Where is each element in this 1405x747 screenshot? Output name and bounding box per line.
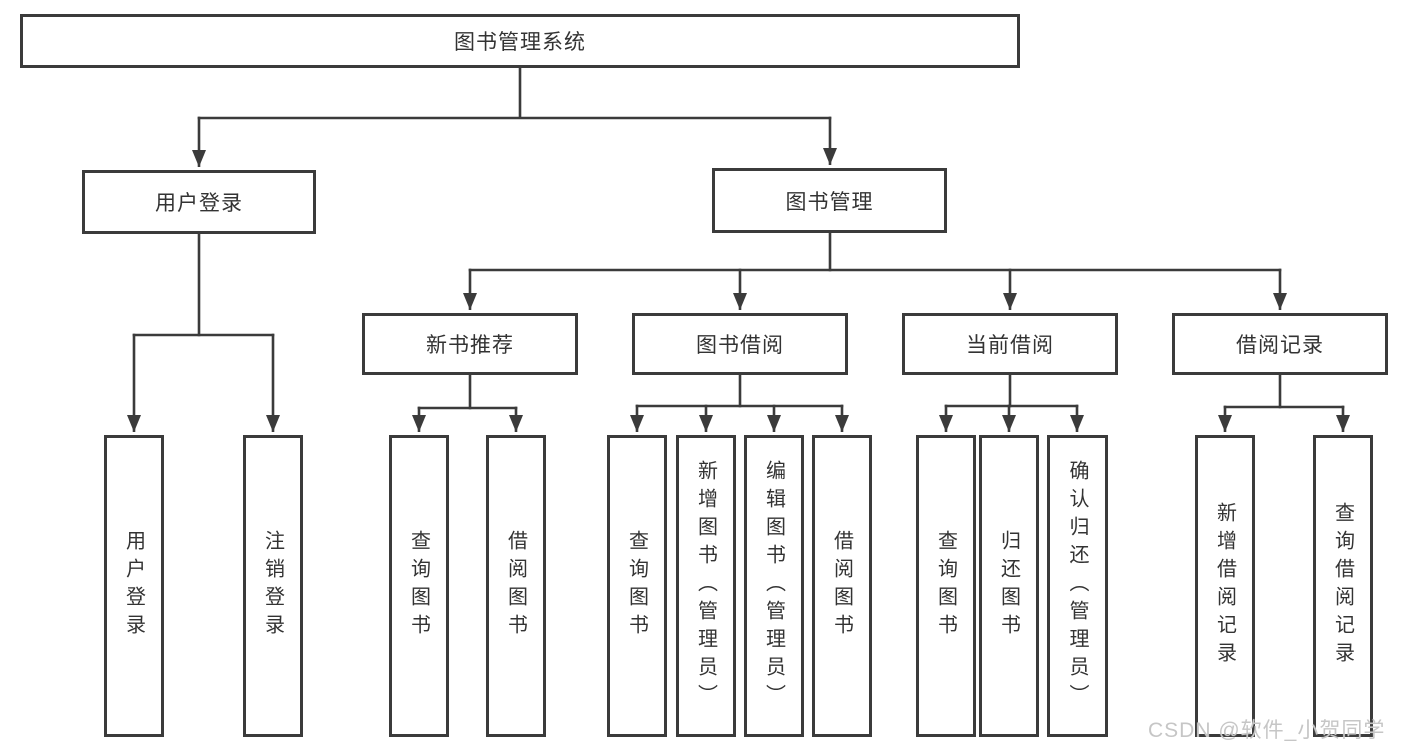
node-label: 确认归还（管理员） <box>1066 460 1088 712</box>
leaf-query-borrow-record: 查询借阅记录 <box>1313 435 1373 737</box>
node-user-login: 用户登录 <box>82 170 316 234</box>
node-label: 图书借阅 <box>696 334 784 357</box>
node-library-management-system: 图书管理系统 <box>20 14 1020 68</box>
node-borrowing-records: 借阅记录 <box>1172 313 1388 375</box>
node-label: 图书管理 <box>785 190 874 214</box>
node-label: 新增图书（管理员） <box>694 460 717 712</box>
node-label: 归还图书 <box>997 530 1020 642</box>
node-label: 用户登录 <box>155 192 243 215</box>
node-book-borrowing: 图书借阅 <box>632 313 848 375</box>
node-label: 注销登录 <box>261 530 284 642</box>
node-label: 查询借阅记录 <box>1331 502 1354 670</box>
node-current-borrowing: 当前借阅 <box>902 313 1118 375</box>
leaf-borrow-books-borrowing: 借阅图书 <box>812 435 872 737</box>
node-label: 图书管理系统 <box>454 31 586 54</box>
node-label: 编辑图书（管理员） <box>762 460 785 712</box>
node-label: 借阅图书 <box>504 530 527 642</box>
leaf-user-login: 用户登录 <box>104 435 164 737</box>
node-label: 借阅图书 <box>830 530 853 642</box>
leaf-borrow-books-recommend: 借阅图书 <box>486 435 546 737</box>
leaf-edit-books-admin: 编辑图书（管理员） <box>744 435 804 737</box>
leaf-add-borrow-record: 新增借阅记录 <box>1195 435 1255 737</box>
leaf-query-books-recommend: 查询图书 <box>389 435 449 737</box>
leaf-query-books-borrowing: 查询图书 <box>607 435 667 737</box>
node-label: 查询图书 <box>625 530 648 642</box>
leaf-query-books-current: 查询图书 <box>916 435 976 737</box>
node-label: 查询图书 <box>934 530 957 642</box>
node-label: 借阅记录 <box>1236 334 1324 357</box>
node-label: 当前借阅 <box>966 334 1054 357</box>
node-label: 查询图书 <box>407 530 430 642</box>
node-label: 用户登录 <box>122 530 145 642</box>
csdn-watermark: CSDN @软件_小贺同学 <box>1148 719 1386 742</box>
node-book-management: 图书管理 <box>712 168 947 233</box>
leaf-add-books-admin: 新增图书（管理员） <box>676 435 736 737</box>
leaf-confirm-return-admin: 确认归还（管理员） <box>1047 435 1108 737</box>
node-new-book-recommendation: 新书推荐 <box>362 313 578 375</box>
leaf-logout: 注销登录 <box>243 435 303 737</box>
node-label: 新书推荐 <box>426 334 514 357</box>
node-label: 新增借阅记录 <box>1213 502 1236 670</box>
leaf-return-books: 归还图书 <box>979 435 1039 737</box>
